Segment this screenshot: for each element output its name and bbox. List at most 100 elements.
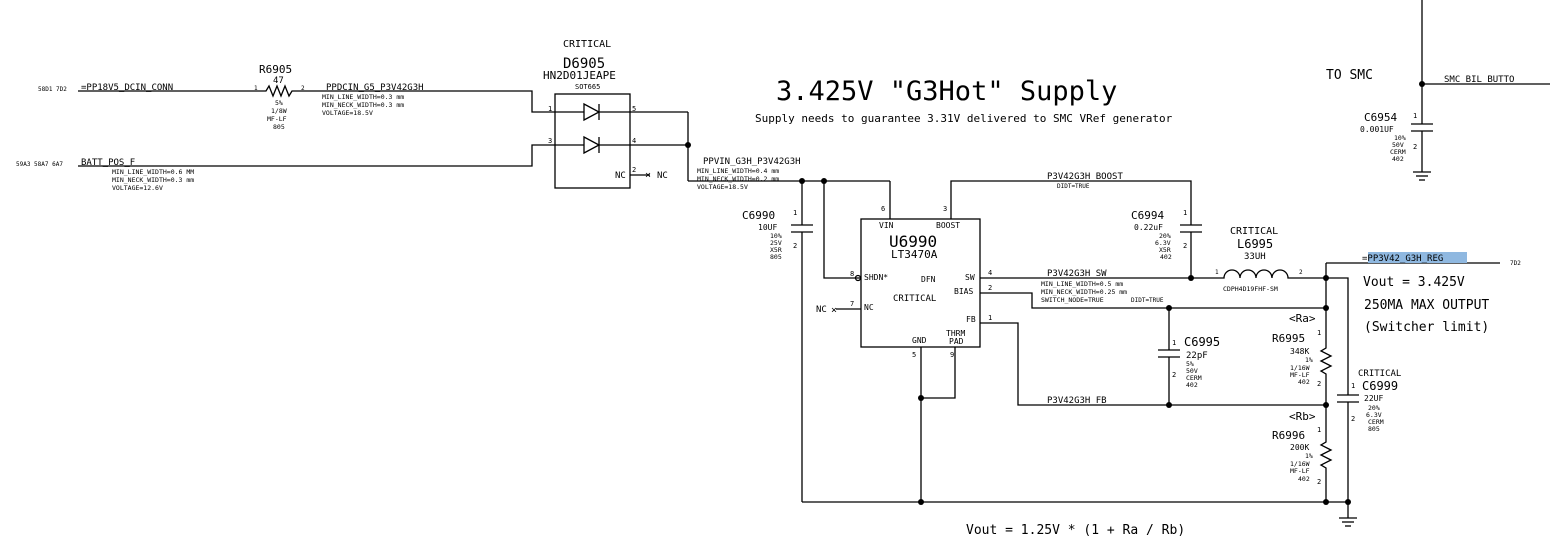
u6990-nc-pin: NC (864, 303, 874, 312)
u6990-pin7: 7 (850, 300, 854, 308)
r6996-prop-1: 1% (1305, 452, 1313, 460)
u6990-dfn: DFN (921, 275, 936, 284)
fb-net-label: P3V42G3H_FB (1047, 396, 1107, 406)
c6954-pin1: 1 (1413, 112, 1417, 120)
c6990-pin2: 2 (793, 242, 797, 250)
c6999-prop-4: 805 (1368, 425, 1380, 433)
r6905-prop-1: 5% (275, 99, 283, 107)
u6990-pin5: 5 (912, 351, 916, 359)
c6954-value: 0.001UF (1360, 125, 1394, 134)
vout-formula: Vout = 1.25V * (1 + Ra / Rb) (966, 523, 1185, 538)
r6996-prop-3: MF-LF (1290, 467, 1310, 475)
c6990-prop-4: 805 (770, 253, 782, 261)
u6990-ref: U6990 (889, 232, 937, 251)
c6995-prop-3: CERM (1186, 374, 1202, 382)
d6905-pin2: 2 (632, 166, 636, 174)
l6995-value: 33UH (1244, 252, 1266, 262)
c6999-pin2: 2 (1351, 415, 1355, 423)
sw-prop-2: MIN_NECK_WIDTH=0.25 mm (1041, 288, 1127, 296)
dcin-net-label: =PP18V5_DCIN_CONN (81, 83, 173, 93)
r6995-pin2: 2 (1317, 380, 1321, 388)
ground-symbol (1339, 517, 1357, 527)
sw-net-label: P3V42G3H_SW (1047, 269, 1107, 279)
c6999-value: 22UF (1364, 394, 1383, 403)
reg-net-label: =PP3V42_G3H_REG (1362, 254, 1443, 264)
capacitor-c6954: C6954 0.001UF 10% 50V CERM 402 1 2 (1360, 111, 1433, 181)
inductor-l6995: CRITICAL L6995 33UH 1 2 CDPH4D19FHF-SM (1215, 226, 1326, 293)
l6995-ref: L6995 (1237, 237, 1273, 251)
r6995-pin1: 1 (1317, 329, 1321, 337)
capacitor-c6990: C6990 10UF 10% 25V X5R 805 1 2 (742, 181, 813, 502)
capacitor-c6995: C6995 22pF 5% 50V CERM 402 1 2 (1158, 308, 1220, 405)
r6905-prop-2: 1/8W (271, 107, 287, 115)
u6990-pin1: 1 (988, 314, 992, 322)
d6905-nc-x: × (645, 170, 651, 181)
c6994-pin2: 2 (1183, 242, 1187, 250)
c6954-prop-3: CERM (1390, 148, 1406, 156)
l6995-critical: CRITICAL (1230, 226, 1278, 237)
r6995-prop-1: 1% (1305, 356, 1313, 364)
boost-prop-1: DIDT=TRUE (1057, 183, 1090, 190)
d6905-package: SOT665 (575, 83, 600, 91)
r6995-value: 348K (1290, 347, 1309, 356)
ppvin-prop-3: VOLTAGE=18.5V (697, 183, 748, 191)
c6990-ref: C6990 (742, 209, 775, 222)
c6994-pin1: 1 (1183, 209, 1187, 217)
u6990-fb-pin: FB (966, 315, 976, 324)
dcin-ref: 58D1 7D2 (38, 86, 67, 93)
c6954-pin2: 2 (1413, 143, 1417, 151)
r6995-tag: <Ra> (1289, 312, 1316, 325)
u6990-critical: CRITICAL (893, 294, 936, 304)
d6905-pin5: 5 (632, 105, 636, 113)
sw-prop-4: DIDT=TRUE (1131, 297, 1164, 304)
l6995-part: CDPH4D19FHF-SM (1223, 285, 1278, 293)
ppvin-net-label: PPVIN_G3H_P3V42G3H (703, 157, 801, 167)
r6995-ref: R6995 (1272, 332, 1305, 345)
c6990-pin1: 1 (793, 209, 797, 217)
r6996-value: 200K (1290, 443, 1309, 452)
u6990-vin-pin: VIN (879, 221, 894, 230)
c6994-prop-3: X5R (1159, 246, 1171, 254)
smc-net-label: SMC_BIL_BUTTO (1444, 75, 1514, 85)
u6990-nc-x: × (831, 305, 837, 316)
capacitor-c6994: C6994 0.22uF 20% 6.3V X5R 402 1 2 (1131, 209, 1202, 278)
r6995-prop-3: MF-LF (1290, 371, 1310, 379)
r6905-prop-4: 805 (273, 123, 285, 131)
u6990-thrm-label: THRM (946, 329, 965, 338)
u6990-bias-pin: BIAS (954, 287, 973, 296)
boost-net-label: P3V42G3H_BOOST (1047, 172, 1123, 182)
c6999-critical: CRITICAL (1358, 369, 1401, 379)
r6996-tag: <Rb> (1289, 410, 1316, 423)
r6996-pin2: 2 (1317, 478, 1321, 486)
sw-prop-3: SWITCH_NODE=TRUE (1041, 296, 1104, 304)
r6996-prop-4: 402 (1298, 475, 1310, 483)
d6905-ref: D6905 (563, 56, 605, 72)
r6996-pin1: 1 (1317, 426, 1321, 434)
c6999-pin1: 1 (1351, 382, 1355, 390)
r6995-prop-4: 402 (1298, 378, 1310, 386)
resistor-r6995: <Ra> R6995 348K 1% 1/16W MF-LF 402 1 2 (1272, 312, 1333, 405)
reg-net-highlight (1368, 252, 1467, 263)
d6905-nc-internal: NC (615, 171, 626, 181)
c6995-pin1: 1 (1172, 339, 1176, 347)
c6995-pin2: 2 (1172, 371, 1176, 379)
c6994-prop-2: 6.3V (1155, 239, 1171, 247)
u6990-pin4: 4 (988, 269, 992, 277)
r6905-pin2: 2 (301, 85, 305, 92)
u6990-pin6: 6 (881, 205, 885, 213)
c6995-prop-4: 402 (1186, 381, 1198, 389)
u6990-shdn-pin: SHDN* (864, 273, 888, 282)
c6990-prop-1: 10% (770, 232, 782, 240)
l6995-pin2: 2 (1299, 269, 1303, 276)
u6990-nc-external: NC (816, 305, 827, 315)
u6990-pin8: 8 (850, 270, 854, 278)
resistor-r6905: R6905 47 1 2 5% 1/8W MF-LF 805 (254, 63, 305, 131)
r6905-pin1: 1 (254, 85, 258, 92)
ppvin-prop-1: MIN_LINE_WIDTH=0.4 mm (697, 167, 779, 175)
c6990-prop-3: X5R (770, 246, 782, 254)
l6995-pin1: 1 (1215, 269, 1219, 276)
ic-u6990: VIN BOOST U6990 LT3470A SHDN* DFN SW BIA… (816, 205, 992, 359)
c6954-prop-1: 10% (1394, 134, 1406, 142)
schematic-subtitle: Supply needs to guarantee 3.31V delivere… (755, 112, 1173, 125)
c6990-prop-2: 25V (770, 239, 782, 247)
